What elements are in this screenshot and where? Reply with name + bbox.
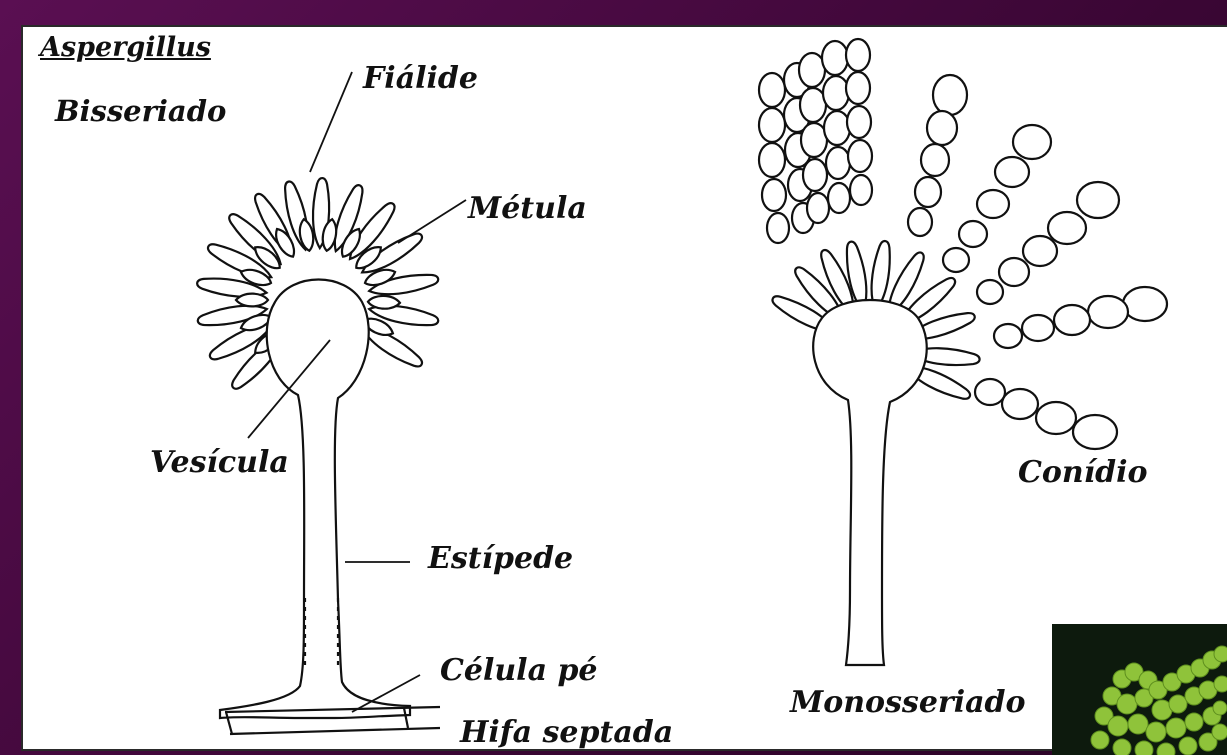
stipe-label: Estípede	[428, 544, 573, 574]
right-variant-label: Monosseriado	[790, 688, 1026, 718]
conidium-label: Conídio	[1018, 458, 1147, 488]
spore-photo-image	[1052, 624, 1227, 755]
vesicle-label: Vesícula	[150, 448, 289, 478]
metula-leader	[398, 200, 466, 243]
monoseriate-conidiophore	[759, 39, 1167, 665]
metula-label: Métula	[468, 194, 587, 224]
diagram-title: Aspergillus	[40, 34, 211, 61]
spore-photo	[1052, 624, 1227, 755]
right-vesicle-and-stipe	[813, 300, 927, 665]
septate-hypha-label: Hifa septada	[460, 718, 673, 748]
leader-lines	[248, 72, 466, 712]
left-variant-label: Bisseriado	[55, 97, 226, 126]
phialide-label: Fiálide	[363, 64, 478, 94]
foot-cell-label: Célula pé	[440, 656, 598, 686]
phialide-leader	[310, 72, 352, 172]
